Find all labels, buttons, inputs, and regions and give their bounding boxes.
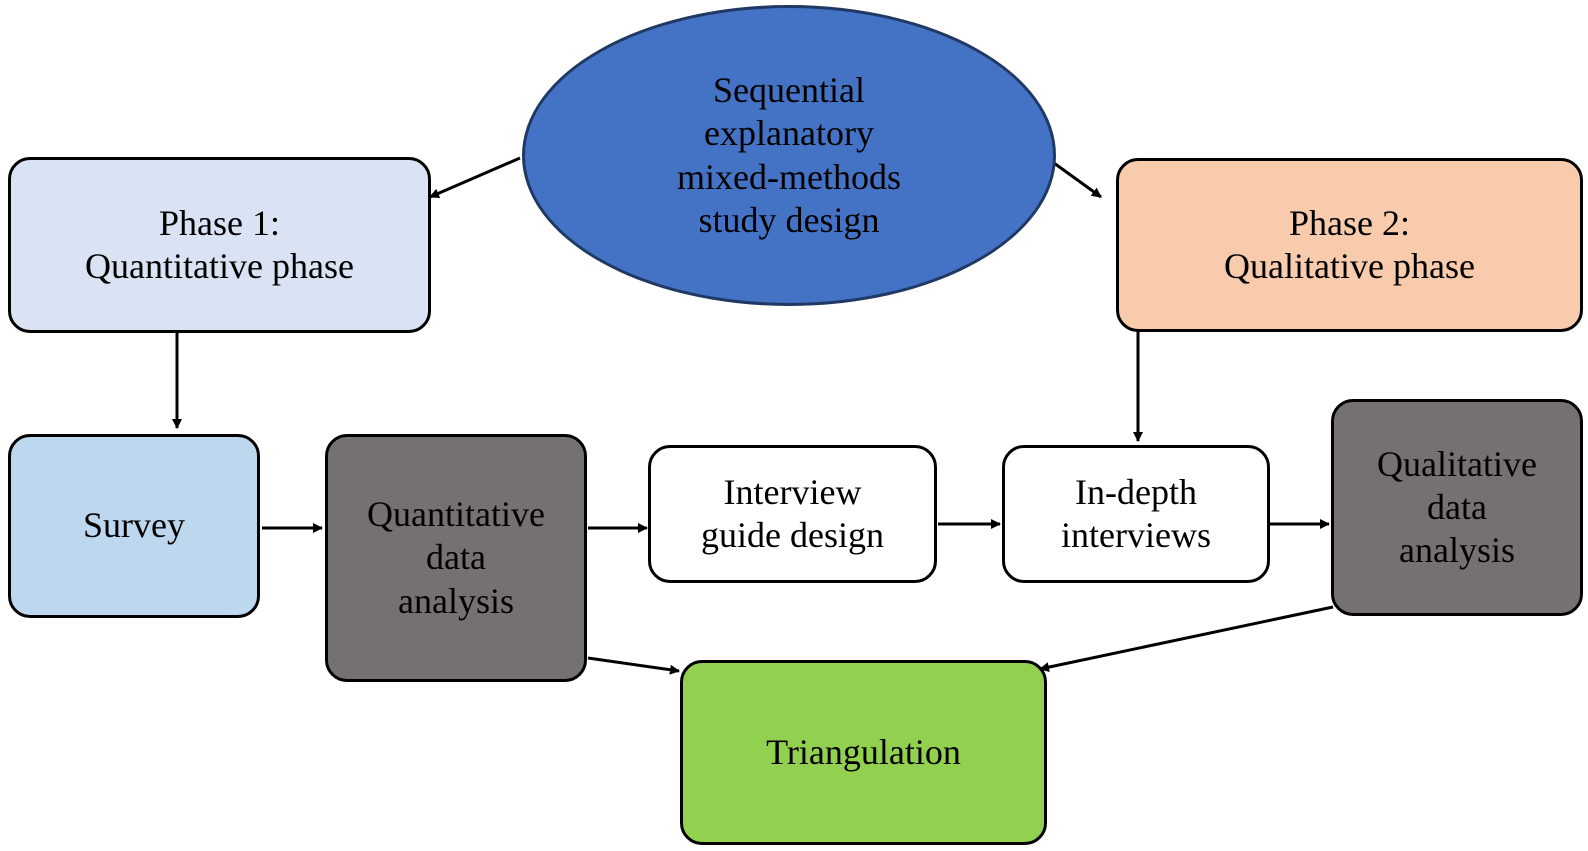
indepth-interviews-box: In-depth interviews — [1002, 445, 1270, 583]
quant-analysis-label: Quantitative data analysis — [367, 494, 545, 621]
phase2-label: Phase 2: Qualitative phase — [1224, 202, 1475, 286]
triangulation-label: Triangulation — [766, 731, 961, 772]
qual-analysis-box: Qualitative data analysis — [1331, 399, 1583, 616]
quant-analysis-box: Quantitative data analysis — [325, 434, 587, 682]
qual-analysis-label: Qualitative data analysis — [1377, 443, 1537, 571]
indepth-interviews-label: In-depth interviews — [1061, 471, 1211, 555]
survey-box: Survey — [8, 434, 260, 618]
survey-label: Survey — [83, 505, 185, 546]
arrow-qual-analysis-to-triangulation — [1039, 605, 1334, 673]
interview-guide-label: Interview guide design — [701, 471, 884, 555]
interview-guide-box: Interview guide design — [648, 445, 937, 583]
phase1-label: Phase 1: Quantitative phase — [85, 202, 354, 286]
triangulation-box: Triangulation — [680, 660, 1047, 845]
phase1-box: Phase 1: Quantitative phase — [8, 157, 431, 333]
arrow-quant-analysis-to-triangulation — [587, 656, 680, 675]
study-design-ellipse: Sequential explanatory mixed-methods stu… — [522, 5, 1056, 306]
arrow-design-to-phase1 — [429, 156, 521, 199]
phase2-box: Phase 2: Qualitative phase — [1116, 158, 1583, 332]
arrow-design-to-phase2 — [1046, 156, 1102, 199]
study-design-label: Sequential explanatory mixed-methods stu… — [677, 70, 901, 240]
